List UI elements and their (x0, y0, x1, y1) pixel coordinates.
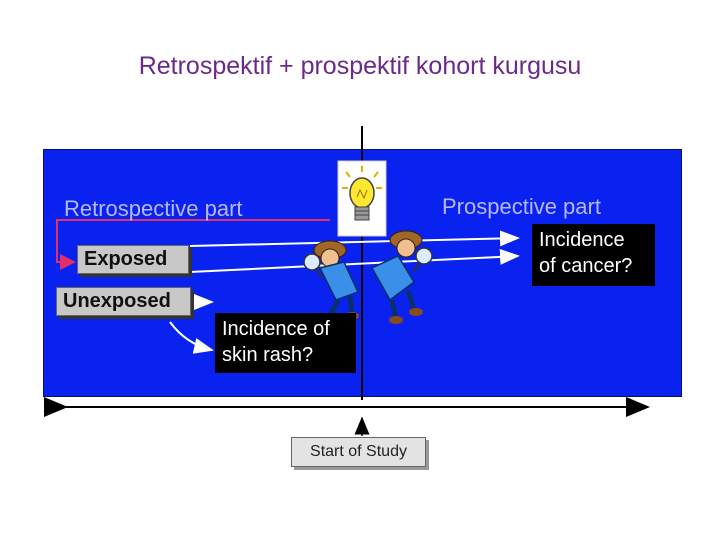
detective-icon (303, 230, 433, 324)
exposed-label: Exposed (84, 248, 168, 270)
unexposed-arrow (189, 293, 214, 310)
prospective-part-label: Prospective part (442, 194, 601, 219)
exposed-box: Exposed (77, 245, 189, 274)
rash-line-1: Incidence of (222, 318, 330, 340)
rash-incidence-box: Incidence of skin rash? (215, 313, 356, 373)
start-of-study-box: Start of Study (291, 437, 426, 467)
cancer-incidence-box: Incidence of cancer? (532, 224, 655, 286)
retrospective-path (56, 219, 330, 270)
lightbulb-icon (337, 160, 387, 237)
to-rash-arrow (169, 321, 214, 354)
retrospective-part-label: Retrospective part (64, 196, 243, 221)
exposed-to-cancer-arrow (189, 230, 520, 247)
slide-title: Retrospektif + prospektif kohort kurgusu (138, 52, 582, 80)
cancer-line-1: Incidence (539, 229, 625, 251)
rash-line-2: skin rash? (222, 344, 314, 366)
cancer-line-2: of cancer? (539, 255, 633, 277)
unexposed-label: Unexposed (63, 290, 171, 312)
unexposed-to-cancer-arrow (189, 248, 520, 273)
unexposed-box: Unexposed (56, 287, 191, 316)
